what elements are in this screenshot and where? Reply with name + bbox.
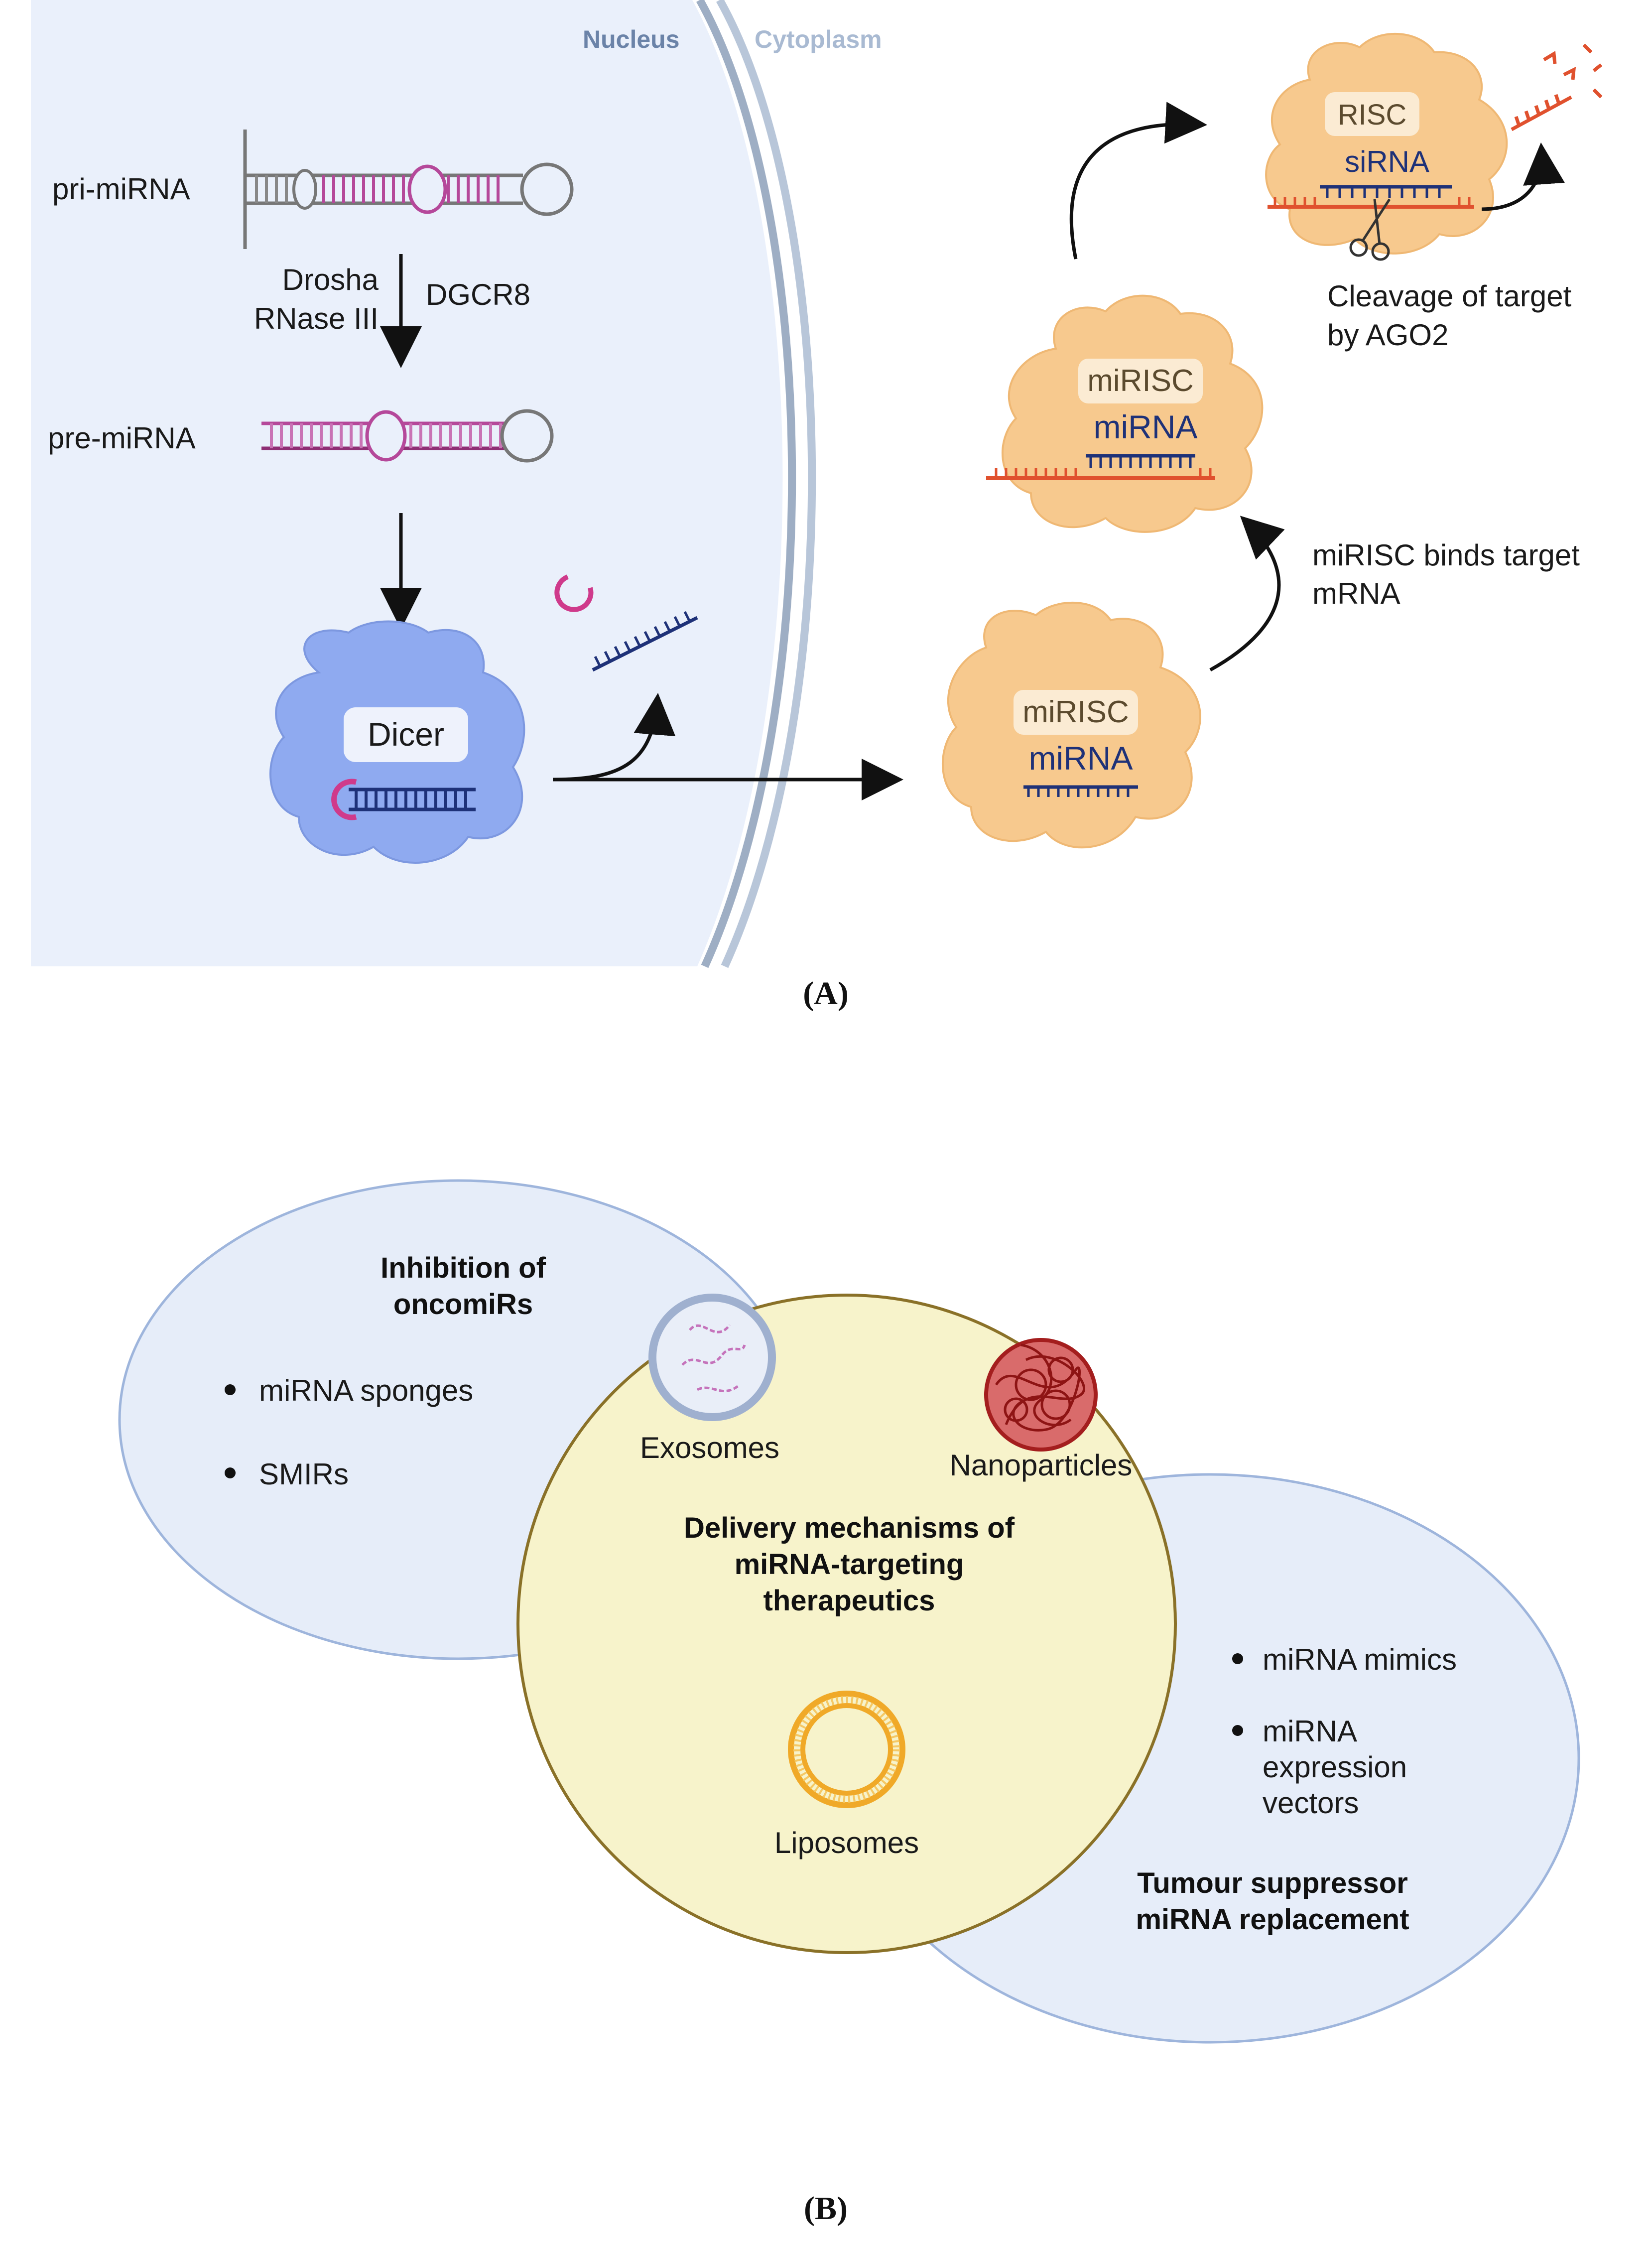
inhibition-title-line1: Inhibition of xyxy=(381,1252,546,1284)
exosome-icon xyxy=(648,1294,776,1421)
left-item-smirs: SMIRs xyxy=(259,1457,349,1491)
released-loop-icon xyxy=(554,574,594,612)
drosha-label: Drosha xyxy=(282,263,379,296)
pre-mirna-label: pre-miRNA xyxy=(48,421,196,455)
nuclear-membrane-outer xyxy=(716,0,816,968)
right-item-vectors-line3: vectors xyxy=(1263,1786,1359,1820)
liposomes-label: Liposomes xyxy=(774,1826,919,1859)
cleavage-label-line2: by AGO2 xyxy=(1327,318,1448,352)
dicer-label: Dicer xyxy=(368,716,444,753)
replacement-title-line2: miRNA replacement xyxy=(1136,1903,1409,1936)
delivery-title-line3: therapeutics xyxy=(763,1585,935,1617)
mirisc-bottom-strand-label: miRNA xyxy=(1029,740,1133,777)
bullet-icon xyxy=(1232,1725,1243,1736)
mirisc-complex-bottom: miRISC miRNA xyxy=(941,602,1201,849)
nucleus-region xyxy=(31,0,783,966)
mirisc-complex-middle: miRISC miRNA xyxy=(986,294,1264,533)
panel-b-caption: (B) xyxy=(804,2190,848,2227)
bullet-icon xyxy=(225,1384,236,1395)
risc-top-title: RISC xyxy=(1338,99,1407,131)
right-item-mirna-mimics: miRNA mimics xyxy=(1263,1643,1457,1676)
bullet-icon xyxy=(1232,1653,1243,1664)
degradation-arrow xyxy=(1481,142,1565,211)
risc-top-strand-label: siRNA xyxy=(1345,145,1429,178)
exosomes-label: Exosomes xyxy=(640,1431,779,1464)
risc-complex-top: RISC siRNA xyxy=(1265,32,1508,261)
nanoparticle-icon xyxy=(984,1338,1098,1452)
pri-mirna-label: pri-miRNA xyxy=(52,172,190,206)
dgcr8-label: DGCR8 xyxy=(426,278,530,311)
binds-target-arrow xyxy=(1209,516,1285,672)
right-item-vectors-line2: expression xyxy=(1263,1750,1407,1784)
mirisc-binds-label-line2: mRNA xyxy=(1312,577,1400,610)
pri-mirna-hairpin-icon xyxy=(243,130,574,249)
delivery-title-line2: miRNA-targeting xyxy=(735,1548,964,1581)
mirisc-middle-strand-label: miRNA xyxy=(1094,408,1198,445)
panel-a: Nucleus Cytoplasm pri-miRNA xyxy=(31,0,1603,1012)
cleavage-label-line1: Cleavage of target xyxy=(1327,279,1572,313)
dicer-complex: Dicer xyxy=(269,620,525,864)
pre-mirna-hairpin-icon xyxy=(261,409,554,463)
nuclear-membrane-inner xyxy=(696,0,796,968)
delivery-circle xyxy=(516,1294,1177,1954)
left-item-mirna-sponges: miRNA sponges xyxy=(259,1374,473,1407)
to-risc-arrow xyxy=(1069,102,1207,260)
bullet-icon xyxy=(225,1467,236,1478)
mirisc-middle-title: miRISC xyxy=(1087,364,1194,398)
scissors-icon xyxy=(1349,198,1391,261)
mirisc-bottom-title: miRISC xyxy=(1022,695,1129,729)
panel-a-caption: (A) xyxy=(803,975,849,1012)
liposome-icon xyxy=(788,1691,905,1808)
cytoplasm-label: Cytoplasm xyxy=(755,25,882,53)
cleaved-mrna-fragments-icon xyxy=(1511,43,1603,132)
right-item-vectors-line1: miRNA xyxy=(1263,1715,1357,1748)
released-passenger-strand-icon xyxy=(592,611,698,672)
delivery-title-line1: Delivery mechanisms of xyxy=(684,1512,1015,1544)
nucleus-label: Nucleus xyxy=(583,25,680,53)
panel-b: Inhibition of oncomiRs miRNA sponges SMI… xyxy=(118,1179,1580,2227)
inhibition-title-line2: oncomiRs xyxy=(393,1288,533,1321)
nanoparticles-label: Nanoparticles xyxy=(950,1449,1133,1482)
replacement-title-line1: Tumour suppressor xyxy=(1137,1867,1408,1899)
rnase-iii-label: RNase III xyxy=(254,302,379,335)
mirisc-binds-label-line1: miRISC binds target xyxy=(1312,538,1580,572)
